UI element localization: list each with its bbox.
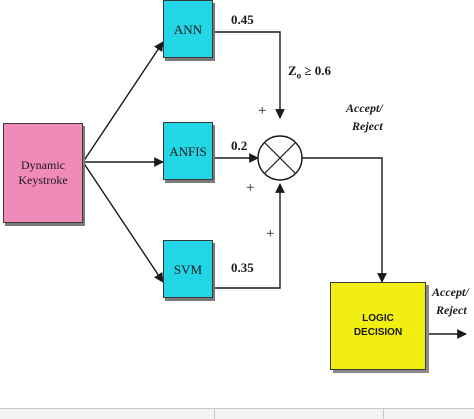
arrow-svm-to-sum	[213, 183, 285, 289]
ann-block: ANN	[163, 0, 213, 58]
arrow-sum-to-logic	[302, 157, 387, 283]
ann-weight: 0.45	[231, 12, 254, 27]
sign-left: +	[246, 180, 255, 196]
logic-decision-block: LOGIC DECISION	[330, 282, 426, 370]
arrow-ann-to-sum	[213, 31, 285, 119]
anfis-label: ANFIS	[169, 143, 207, 159]
sum-output-line2: Reject	[352, 119, 383, 133]
svm-block: SVM	[163, 240, 213, 298]
sign-bottom: +	[266, 226, 275, 242]
anfis-weight: 0.2	[231, 138, 248, 153]
arrow-input-to-svm	[82, 161, 164, 283]
bottom-strip-divider-b	[383, 409, 384, 419]
summing-junction-cross-b	[264, 142, 296, 174]
ann-label: ANN	[173, 21, 203, 37]
sum-output-line1: Accept/	[346, 101, 383, 115]
bottom-strip	[0, 408, 474, 419]
logic-decision-line1: LOGIC	[362, 313, 394, 324]
threshold-base: Z	[288, 63, 297, 78]
arrow-input-to-ann	[82, 41, 164, 163]
threshold-rest: ≥ 0.6	[301, 63, 332, 78]
final-output-line1: Accept/	[432, 285, 469, 299]
svm-label: SVM	[173, 261, 203, 277]
anfis-block: ANFIS	[163, 122, 213, 180]
dynamic-keystroke-line2: Keystroke	[18, 173, 68, 187]
svm-weight: 0.35	[231, 260, 254, 275]
bottom-strip-divider-a	[214, 409, 215, 419]
threshold-sub: o	[296, 70, 302, 81]
sign-top: +	[258, 103, 267, 119]
dynamic-keystroke-line1: Dynamic	[21, 158, 65, 172]
dynamic-keystroke-block: Dynamic Keystroke	[3, 123, 83, 223]
final-output-line2: Reject	[436, 303, 467, 317]
logic-decision-line2: DECISION	[353, 327, 403, 338]
threshold-label: Zo ≥ 0.6	[288, 63, 331, 81]
